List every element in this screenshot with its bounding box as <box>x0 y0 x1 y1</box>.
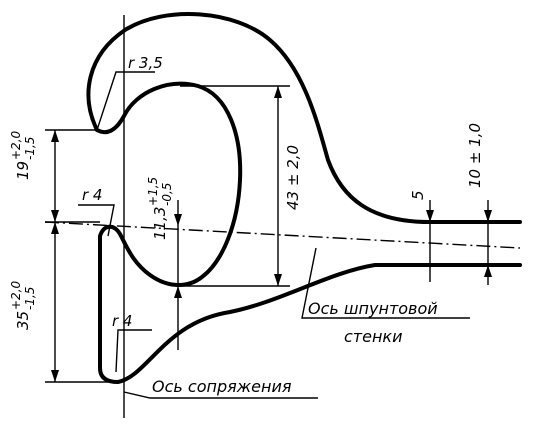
dim-43-label: 43 ± 2,0 <box>284 145 302 210</box>
r-top-leader <box>96 71 155 131</box>
svg-text:+2,0: +2,0 <box>9 280 23 310</box>
axis-joint-label: Ось сопряжения <box>152 377 292 396</box>
svg-text:35: 35 <box>14 311 32 330</box>
radius-label-top: r 3,5 <box>128 54 163 72</box>
svg-text:-1,5: -1,5 <box>23 137 37 160</box>
dim-43-arrow-down <box>274 274 282 286</box>
svg-text:+2,0: +2,0 <box>9 130 23 160</box>
lock-profile-outline <box>86 12 522 224</box>
dim-5-arrow-down <box>426 210 434 222</box>
dim-19-arrow-down <box>51 210 59 222</box>
sheet-pile-wall-axis <box>44 221 521 249</box>
dim-11-label: 11,3 +1,5 -0,5 <box>146 177 174 240</box>
axis-wall-label-line1: Ось шпунтовой <box>308 299 438 318</box>
dim-43-arrow-up <box>274 86 282 98</box>
r-bottom-leader <box>115 329 152 373</box>
dim-19-label: 19 +2,0 -1,5 <box>9 130 37 180</box>
radius-label-bottom: r 4 <box>112 312 132 330</box>
dim-35-label: 35 +2,0 -1,5 <box>9 280 37 330</box>
dim-11-arrow-up <box>174 286 182 298</box>
dim-10-arrow-up <box>484 265 492 277</box>
lock-hook-inner <box>95 81 522 384</box>
svg-text:-1,5: -1,5 <box>23 287 37 310</box>
dim-10-label: 10 ± 1,0 <box>466 123 484 188</box>
dim-10-arrow-down <box>484 210 492 222</box>
r-mid-leader <box>78 204 115 237</box>
dim-19-arrow-up <box>51 130 59 142</box>
dim-35-arrow-up <box>51 222 59 234</box>
radius-label-mid: r 4 <box>82 186 102 204</box>
svg-text:11,3: 11,3 <box>151 207 169 240</box>
svg-text:19: 19 <box>14 161 32 180</box>
wall-axis-leader <box>301 247 470 319</box>
dim-11-arrow-down <box>174 214 182 226</box>
svg-text:-0,5: -0,5 <box>160 183 174 206</box>
svg-text:+1,5: +1,5 <box>146 177 160 206</box>
dim-5-label: 5 <box>409 190 427 200</box>
axis-wall-label-line2: стенки <box>344 327 402 346</box>
dim-35-arrow-down <box>51 370 59 382</box>
joint-axis-leader <box>123 391 318 399</box>
